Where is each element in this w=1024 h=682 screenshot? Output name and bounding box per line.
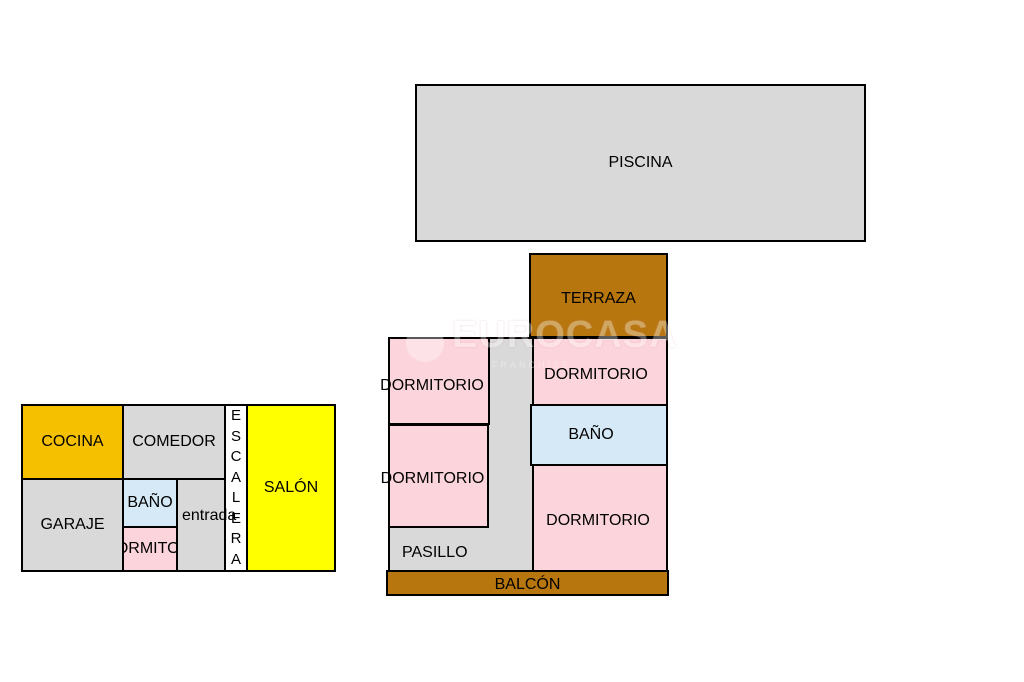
escalera-letter: R bbox=[230, 530, 242, 548]
room-garaje-label: GARAJE bbox=[40, 516, 105, 533]
escalera-letter: A bbox=[230, 468, 241, 486]
room-salon-label: SALÓN bbox=[263, 479, 319, 496]
room-dormitorio-3: DORMITORIO bbox=[532, 337, 668, 407]
room-terraza-label: TERRAZA bbox=[561, 289, 636, 307]
escalera-letter: C bbox=[230, 448, 242, 466]
room-bano-right-label: BAÑO bbox=[568, 426, 614, 443]
room-bano-right: BAÑO bbox=[530, 404, 668, 466]
room-dormitorio-2: DORMITORIO bbox=[381, 424, 489, 528]
room-piscina: PISCINA bbox=[415, 84, 866, 242]
room-balcon-label: BALCÓN bbox=[494, 576, 561, 593]
room-entrada bbox=[176, 478, 226, 572]
escalera-letter: E bbox=[230, 509, 241, 527]
room-dormitorio-left-label: DORMITORIO bbox=[124, 540, 178, 557]
room-bano-left-label: BAÑO bbox=[127, 494, 173, 511]
room-escalera: E S C A L E R A bbox=[224, 404, 248, 572]
room-comedor-label: COMEDOR bbox=[132, 433, 216, 450]
room-dormitorio-3-label: DORMITORIO bbox=[544, 366, 648, 383]
escalera-letter: S bbox=[230, 427, 241, 445]
room-dormitorio-left: DORMITORIO bbox=[122, 526, 178, 572]
room-dormitorio-4: DORMITORIO bbox=[532, 464, 668, 572]
escalera-letter: E bbox=[230, 407, 241, 424]
escalera-label: E S C A L E R A bbox=[231, 406, 242, 570]
room-dormitorio-1-label: DORMITORIO bbox=[380, 377, 484, 394]
room-comedor: COMEDOR bbox=[122, 404, 226, 480]
room-dormitorio-2-label: DORMITORIO bbox=[380, 470, 485, 487]
room-dormitorio-1: DORMITORIO bbox=[380, 337, 490, 425]
escalera-letter: L bbox=[231, 489, 241, 507]
room-terraza: TERRAZA bbox=[529, 253, 668, 338]
room-cocina-label: COCINA bbox=[41, 433, 104, 450]
room-balcon: BALCÓN bbox=[386, 570, 669, 596]
room-garaje: GARAJE bbox=[21, 478, 124, 572]
escalera-letter: A bbox=[230, 550, 241, 568]
room-pasillo-label: PASILLO bbox=[402, 544, 468, 561]
room-piscina-label: PISCINA bbox=[608, 154, 673, 171]
room-cocina: COCINA bbox=[21, 404, 124, 480]
room-entrada-label: entrada bbox=[182, 507, 237, 524]
room-bano-left: BAÑO bbox=[122, 478, 178, 528]
room-salon: SALÓN bbox=[246, 404, 336, 572]
room-dormitorio-4-label: DORMITORIO bbox=[546, 512, 650, 529]
